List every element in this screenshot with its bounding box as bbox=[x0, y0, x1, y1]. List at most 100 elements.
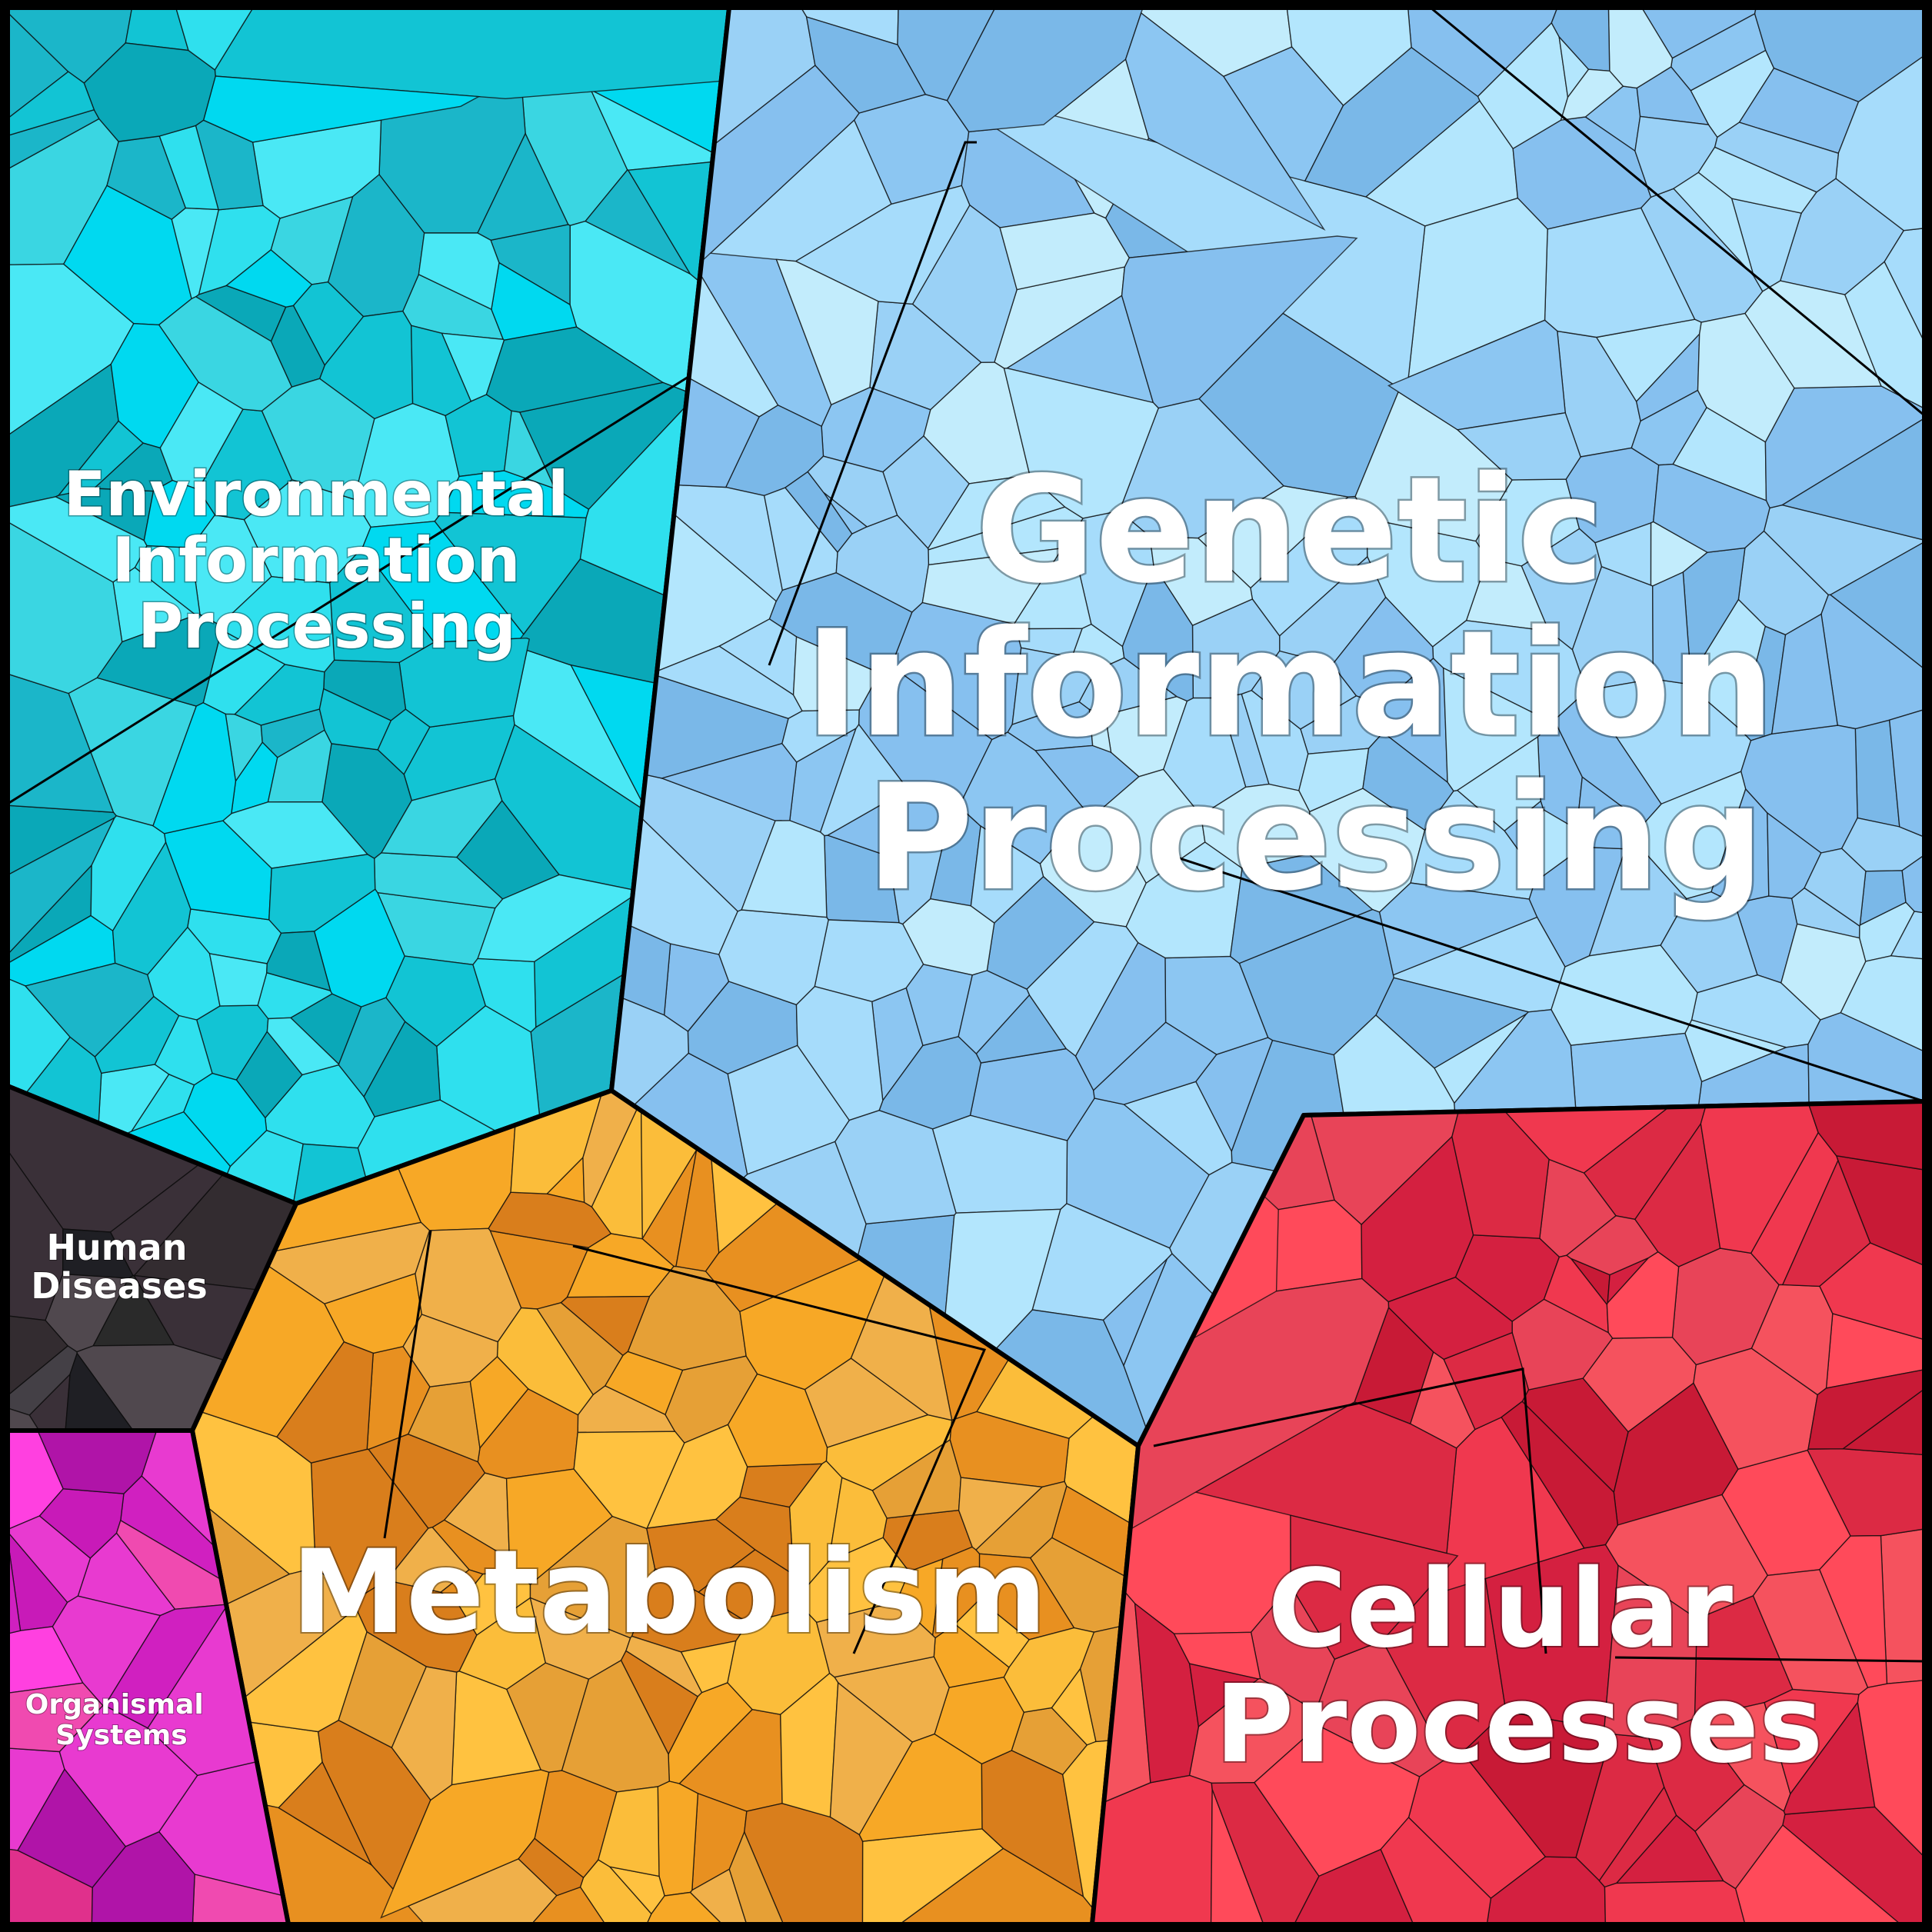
label-cellular-processes: Cellular Processes bbox=[1215, 1547, 1824, 1787]
cell bbox=[17, 1768, 127, 1888]
cell bbox=[775, 258, 879, 406]
cell bbox=[440, 1569, 484, 1606]
cell bbox=[266, 931, 331, 992]
label-line: Diseases bbox=[31, 1265, 208, 1307]
cell bbox=[1124, 12, 1326, 231]
cell bbox=[1003, 1627, 1095, 1713]
cell bbox=[261, 378, 375, 500]
sub-boundary bbox=[1153, 848, 1925, 1103]
cell bbox=[1554, 691, 1662, 824]
label-line: Processes bbox=[1215, 1662, 1824, 1787]
cell bbox=[1331, 596, 1434, 705]
label-line: Genetic bbox=[975, 445, 1604, 615]
label-line: Processing bbox=[138, 591, 516, 662]
cell bbox=[1660, 891, 1758, 994]
cell bbox=[278, 1760, 373, 1867]
cell bbox=[391, 1666, 458, 1801]
cell bbox=[1652, 463, 1770, 553]
cell bbox=[90, 815, 167, 932]
cell bbox=[1694, 1784, 1786, 1890]
cell bbox=[1565, 1215, 1659, 1276]
cell bbox=[1275, 1199, 1363, 1292]
region-labels: Environmental Information Processing Gen… bbox=[25, 444, 1825, 1790]
label-line: Metabolism bbox=[291, 1526, 1048, 1660]
cell bbox=[921, 547, 1064, 625]
label-environmental-information-processing: Environmental Information Processing bbox=[64, 458, 591, 662]
cell bbox=[657, 1780, 699, 1897]
region-human-diseases bbox=[5, 1084, 298, 1433]
cell bbox=[1378, 882, 1538, 976]
cell bbox=[202, 75, 481, 143]
cell bbox=[218, 575, 335, 673]
cell bbox=[327, 173, 425, 318]
cell bbox=[958, 1477, 1044, 1551]
cell bbox=[1011, 647, 1097, 725]
cell bbox=[792, 635, 881, 712]
region-genetic-information-processing bbox=[609, 5, 1927, 1448]
cell bbox=[829, 1681, 914, 1836]
cell bbox=[266, 1017, 340, 1076]
cell bbox=[1714, 122, 1840, 193]
cell bbox=[1560, 68, 1624, 121]
cell bbox=[518, 1837, 585, 1897]
cell bbox=[1238, 908, 1394, 1056]
cell bbox=[741, 820, 828, 918]
cell bbox=[1102, 1258, 1168, 1367]
label-line: Cellular bbox=[1267, 1547, 1733, 1672]
label-human-diseases: Human Diseases bbox=[31, 1227, 208, 1307]
cell bbox=[268, 854, 376, 934]
cell bbox=[715, 1496, 794, 1576]
cell bbox=[1804, 848, 1867, 927]
label-organismal-systems: Organismal Systems bbox=[25, 1689, 214, 1751]
cell bbox=[970, 824, 1044, 924]
cell bbox=[1074, 941, 1167, 1091]
sub-boundary bbox=[1614, 1656, 1925, 1663]
cell bbox=[1501, 1401, 1619, 1549]
cell bbox=[183, 1072, 268, 1168]
sub-boundary bbox=[572, 1244, 987, 1654]
cell bbox=[57, 420, 145, 497]
cell bbox=[1697, 312, 1795, 443]
cell bbox=[385, 1527, 471, 1593]
cell bbox=[598, 1786, 660, 1877]
cell bbox=[1229, 853, 1374, 964]
cell bbox=[7, 1682, 104, 1753]
label-line: Information bbox=[805, 599, 1775, 769]
cell bbox=[807, 455, 898, 528]
cell bbox=[410, 325, 472, 417]
cell bbox=[276, 1341, 374, 1464]
cell bbox=[958, 970, 1031, 1055]
cell bbox=[1121, 564, 1194, 702]
cell bbox=[960, 731, 1086, 865]
cell bbox=[24, 962, 155, 1058]
cell bbox=[1767, 811, 1822, 899]
cell bbox=[62, 1228, 134, 1279]
cell bbox=[477, 874, 635, 963]
cell bbox=[363, 1021, 441, 1118]
label-line: Human bbox=[47, 1227, 188, 1268]
cell bbox=[1456, 412, 1581, 481]
cell bbox=[1594, 522, 1652, 586]
cell bbox=[1188, 1663, 1260, 1728]
cell bbox=[458, 1597, 546, 1690]
cell bbox=[225, 248, 313, 308]
cell bbox=[1604, 1494, 1769, 1620]
cell bbox=[978, 1553, 1075, 1641]
sub-boundary bbox=[7, 375, 689, 805]
label-line: Systems bbox=[55, 1720, 187, 1751]
region-environmental-information-processing bbox=[5, 5, 731, 1206]
cell bbox=[573, 1431, 685, 1530]
sub-boundary bbox=[768, 141, 977, 666]
label-line: Environmental bbox=[64, 458, 569, 530]
label-metabolism: Metabolism bbox=[291, 1526, 1048, 1660]
cell bbox=[1652, 571, 1692, 685]
cell bbox=[561, 1659, 670, 1793]
cell bbox=[604, 1351, 684, 1416]
cell bbox=[1780, 923, 1867, 1021]
cell bbox=[208, 953, 268, 1007]
cell bbox=[975, 1481, 1068, 1559]
cell bbox=[418, 232, 500, 311]
sub-boundary bbox=[1153, 1367, 1547, 1654]
